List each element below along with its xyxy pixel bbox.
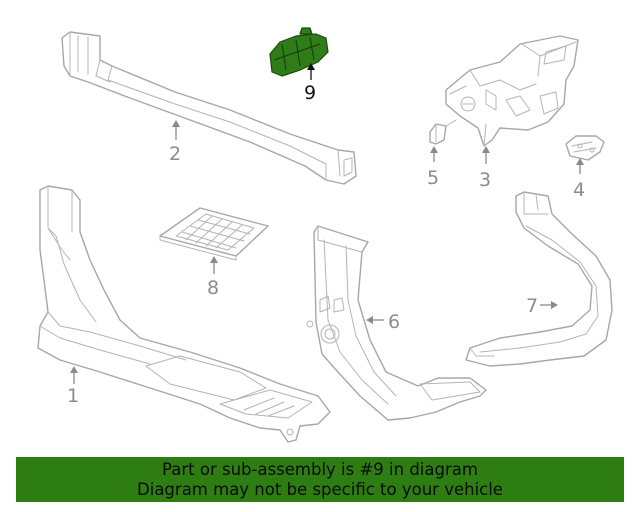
callout-4: 4 (573, 158, 585, 201)
part-4-bracket[interactable] (565, 135, 605, 161)
part-2-duct[interactable] (61, 31, 357, 185)
callout-9: 9 (304, 63, 316, 104)
callout-3: 3 (479, 146, 491, 191)
part-7-duct[interactable] (465, 191, 613, 367)
callout-9-label: 9 (304, 82, 316, 104)
part-9-highlighted[interactable] (269, 27, 329, 77)
callout-2: 2 (169, 120, 181, 165)
callout-2-label: 2 (169, 143, 181, 165)
callout-1-label: 1 (67, 385, 79, 407)
part-5-clip[interactable] (429, 119, 457, 145)
callout-1: 1 (67, 366, 79, 407)
callout-7-label: 7 (526, 295, 538, 317)
banner-line-2: Diagram may not be specific to your vehi… (137, 480, 503, 499)
notice-banner: Part or sub-assembly is #9 in diagram Di… (16, 457, 624, 502)
part-1-duct[interactable] (37, 185, 331, 443)
callout-5-label: 5 (427, 167, 439, 189)
callout-8: 8 (207, 256, 219, 299)
callout-6: 6 (366, 311, 400, 333)
part-8-grille[interactable] (159, 207, 269, 261)
parts-diagram: 2 9 3 5 (37, 27, 613, 443)
callout-8-label: 8 (207, 277, 219, 299)
callout-5: 5 (427, 146, 439, 189)
callout-7: 7 (526, 295, 558, 317)
banner-line-1: Part or sub-assembly is #9 in diagram (162, 460, 478, 479)
part-3-housing[interactable] (445, 35, 579, 147)
callout-4-label: 4 (573, 179, 585, 201)
callout-6-label: 6 (388, 311, 400, 333)
callout-3-label: 3 (479, 169, 491, 191)
part-6-duct[interactable] (306, 225, 487, 421)
